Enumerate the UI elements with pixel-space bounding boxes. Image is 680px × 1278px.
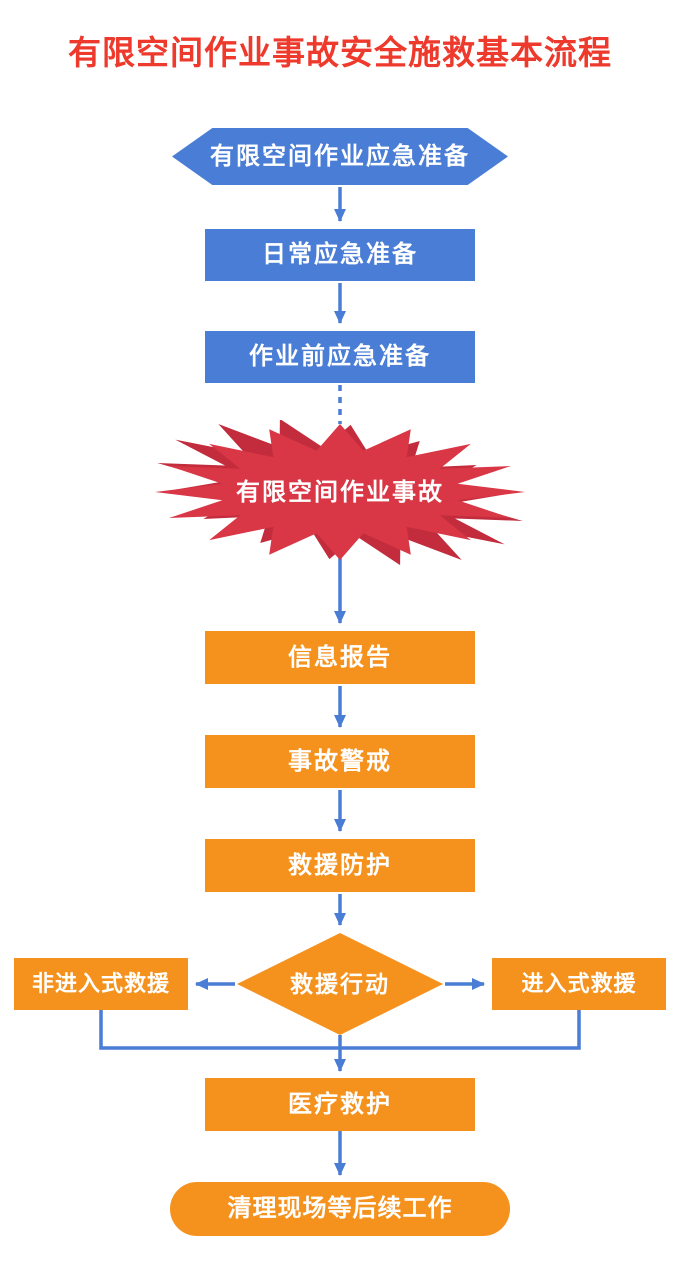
node-prework-prep-label: 作业前应急准备	[249, 343, 431, 371]
node-incident-alert: 事故警戒	[205, 735, 475, 788]
node-rescue-action-label: 救援行动	[290, 970, 390, 997]
node-emergency-prep: 有限空间作业应急准备	[172, 128, 508, 185]
node-emergency-prep-label: 有限空间作业应急准备	[210, 142, 470, 170]
node-non-entry-rescue-label: 非进入式救援	[31, 971, 170, 997]
node-info-report: 信息报告	[205, 631, 475, 684]
node-rescue-protection: 救援防护	[205, 839, 475, 892]
node-non-entry-rescue: 非进入式救援	[14, 958, 188, 1010]
connector-entry-merge	[340, 1010, 581, 1050]
node-incident-alert-label: 事故警戒	[288, 747, 392, 775]
node-medical-aid: 医疗救护	[205, 1078, 475, 1131]
node-prework-prep: 作业前应急准备	[205, 331, 475, 383]
starburst-shape	[155, 420, 525, 565]
node-rescue-protection-label: 救援防护	[288, 851, 392, 879]
node-medical-aid-label: 医疗救护	[288, 1090, 392, 1118]
connector-nonentry-merge	[99, 1010, 340, 1050]
node-entry-rescue-label: 进入式救援	[521, 971, 637, 997]
node-entry-rescue: 进入式救援	[492, 958, 666, 1010]
starburst-front	[155, 424, 525, 560]
node-daily-prep: 日常应急准备	[205, 229, 475, 281]
page-title: 有限空间作业事故安全施救基本流程	[68, 34, 612, 71]
node-cleanup: 清理现场等后续工作	[170, 1182, 510, 1236]
node-info-report-label: 信息报告	[288, 643, 392, 671]
node-accident-burst: 有限空间作业事故	[150, 420, 530, 565]
node-cleanup-label: 清理现场等后续工作	[227, 1195, 453, 1223]
node-accident-label: 有限空间作业事故	[236, 478, 444, 506]
node-daily-prep-label: 日常应急准备	[262, 241, 418, 269]
